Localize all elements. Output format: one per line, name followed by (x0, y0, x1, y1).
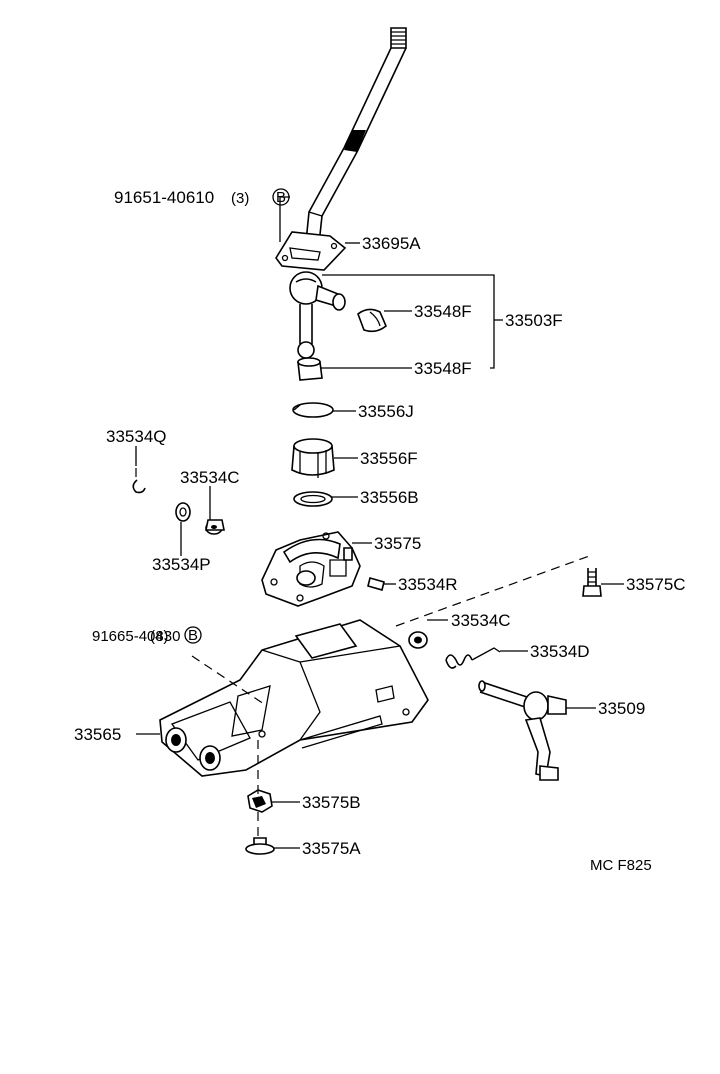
label-33503f: 33503F (505, 311, 563, 330)
bolt-33575a-drawing (245, 837, 275, 855)
label-91665-40830: 91665-40830 (92, 628, 180, 645)
pin-33534r-drawing (367, 577, 385, 591)
nut-33575b-drawing (247, 789, 273, 813)
label-33556f: 33556F (360, 449, 418, 468)
label-33695a: 33695A (362, 234, 421, 253)
label-33575a: 33575A (302, 839, 361, 858)
part-labels: 91651-40610 (3) B 33695A 33548F 33503F 3… (74, 188, 686, 874)
shift-lever-housing-drawing (261, 531, 361, 607)
shift-lever-retainer-case-drawing (159, 619, 429, 777)
label-91651-qty: (3) (231, 190, 249, 207)
washer-33534p-drawing (175, 502, 191, 522)
label-91665-quantity: (4) (150, 628, 168, 645)
washer-33556b-drawing (293, 491, 333, 507)
label-33534c-upper: 33534C (180, 468, 240, 487)
label-33548f-bottom: 33548F (414, 359, 472, 378)
label-33534q: 33534Q (106, 427, 167, 446)
ref-91665-marker: (4) B (150, 626, 202, 645)
shift-lever-seat-drawing (291, 438, 335, 478)
ref-b-label-1: B (276, 189, 286, 206)
bushing-33548f-bottom-drawing (297, 357, 323, 381)
snap-ring-33556j-drawing (292, 402, 334, 418)
label-33534r: 33534R (398, 575, 458, 594)
label-33556b: 33556B (360, 488, 419, 507)
label-33575b: 33575B (302, 793, 361, 812)
shift-lever-ball-drawing (289, 271, 346, 359)
leader-lines (135, 196, 624, 849)
e-ring-33534q-drawing (132, 479, 146, 494)
assembly-dashed-lines (135, 468, 593, 836)
label-33534p: 33534P (152, 555, 211, 574)
bolt-33575c-drawing (582, 568, 602, 597)
bushing-33548f-top-drawing (357, 308, 387, 333)
selector-lever-drawing (478, 680, 567, 781)
bushing-33534c-lower-drawing (408, 631, 428, 649)
figure-code: MC F825 (590, 857, 652, 874)
shift-lever-drawing (303, 27, 407, 263)
label-33548f-top: 33548F (414, 302, 472, 321)
boot-plate-drawing (275, 231, 347, 271)
ref-b-circle-2 (184, 626, 202, 644)
ref-b-label-2: B (188, 627, 198, 644)
label-33575: 33575 (374, 534, 421, 553)
label-91651-40610: 91651-40610 (114, 188, 214, 207)
spring-33534d-drawing (445, 647, 501, 669)
bushing-33534c-upper-drawing (205, 519, 225, 535)
label-33534d: 33534D (530, 642, 590, 661)
label-33575c: 33575C (626, 575, 686, 594)
label-33565: 33565 (74, 725, 121, 744)
label-33509: 33509 (598, 699, 645, 718)
label-33556j: 33556J (358, 402, 414, 421)
label-33534c-lower: 33534C (451, 611, 511, 630)
ref-b-circle-1 (272, 188, 290, 206)
